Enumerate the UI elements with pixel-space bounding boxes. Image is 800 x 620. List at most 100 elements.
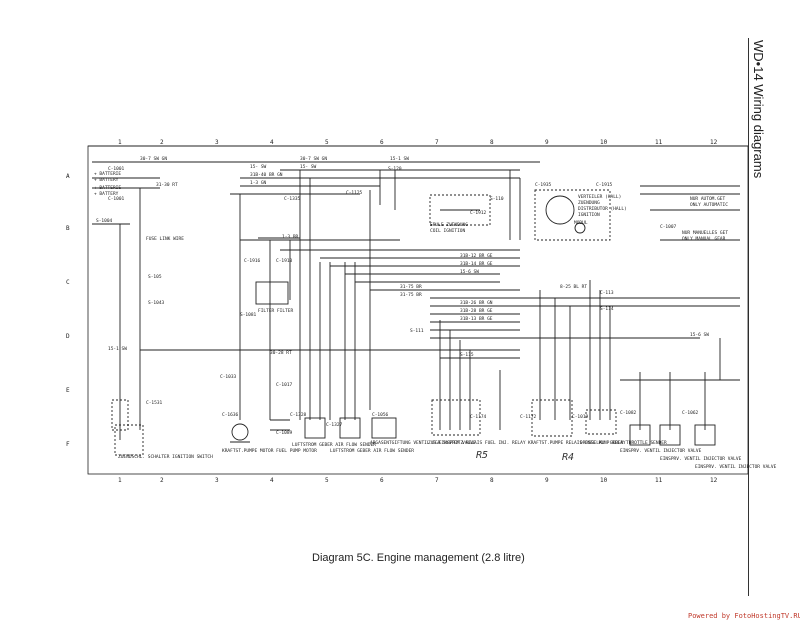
wire-label: 15-1 SW [390, 156, 409, 162]
wire-label: 15- SW [250, 164, 267, 170]
col-label: 8 [490, 477, 494, 484]
col-label: 10 [600, 139, 608, 146]
col-label: 9 [545, 477, 549, 484]
distributor-label: DISTRIBUTOR (HALL) [578, 206, 627, 212]
row-label: F [66, 441, 70, 448]
manual-label: NUR MANUELLES GET [682, 230, 728, 236]
wire-label: 31B-13 BR GE [460, 316, 493, 322]
component-air-flow-sender: LUFTSTROM GEBER AIR FLOW SENDER [292, 442, 376, 448]
connector-c1910: C-1910 [276, 258, 293, 264]
component-ignition-switch: ZUENDSCHL. SCHALTER IGNITION SWITCH [118, 454, 213, 460]
distributor-label: IGNITION [578, 212, 600, 218]
splice-s1081: S-1081 [240, 312, 257, 318]
wire-label: 15-6 SW [690, 332, 709, 338]
wire-label: 8-25 BL RT [560, 284, 587, 290]
coil-label: COIL IGNITION [430, 228, 466, 234]
component-injector: EINSPRV. VENTIL INJECTOR VALVE [660, 456, 742, 462]
connector-c1636: C-1636 [222, 412, 239, 418]
column-labels-bottom: 1 2 3 4 5 6 7 8 9 10 11 12 [118, 477, 718, 484]
connector-c1172: C-1172 [520, 414, 537, 420]
col-label: 1 [118, 139, 122, 146]
splice-s120: S-120 [388, 166, 402, 172]
col-label: 10 [600, 477, 608, 484]
connector-c1328: C-1328 [290, 412, 307, 418]
connector-c1056: C-1056 [372, 412, 389, 418]
splice-s1004: S-1004 [96, 218, 113, 224]
connector-c1019: C-1019 [572, 414, 589, 420]
handwritten-r4: R4 [562, 452, 574, 463]
wire-label: 31B-12 BR GE [460, 253, 493, 259]
wire-label: 15-6 SW [460, 269, 479, 275]
page-edge-rule [748, 38, 749, 596]
connector-c1017: C-1017 [276, 382, 293, 388]
wire-label: 31B-28 BR GE [460, 308, 493, 314]
row-label: D [66, 333, 70, 340]
connector-c1531: C-1531 [146, 400, 163, 406]
component-egr-valve: ABGASENTGIFTUNG VENTIL EGR SYSTEM VALVE [370, 440, 476, 446]
row-labels: A B C D E F [66, 173, 70, 448]
wire-label: 31B-26 BR GN [460, 300, 493, 306]
connector-c1001: C-1001 [108, 166, 125, 172]
handwritten-r5: R5 [476, 450, 488, 461]
component-injector: EINSPRV. VENTIL INJECTOR VALVE [620, 448, 702, 454]
col-label: 12 [710, 477, 718, 484]
splice-s115: S-115 [460, 352, 474, 358]
watermark: Powered by FotoHostingTV.RU [688, 612, 800, 620]
component-throttle-sender: DROSSELKL. GEBER THROTTLE SENDER [580, 440, 667, 446]
row-label: A [66, 173, 70, 180]
wire-label: 15-1 SW [108, 346, 127, 352]
wire-label: 31-75 BR [400, 292, 422, 298]
wire-label: 30-28 RT [270, 350, 292, 356]
filter-label: FILTER FILTER [258, 308, 294, 314]
col-label: 3 [215, 477, 219, 484]
col-label: 2 [160, 139, 164, 146]
splice-s111: S-111 [410, 328, 424, 334]
col-label: 7 [435, 139, 439, 146]
wire-label: 30-7 SW GN [300, 156, 327, 162]
component-air-flow-sender: LUFTSTROM GEBER AIR FLOW SENDER [330, 448, 414, 454]
col-label: 3 [215, 139, 219, 146]
col-label: 12 [710, 139, 718, 146]
connector-c1125: C-1125 [346, 190, 363, 196]
row-label: C [66, 279, 70, 286]
wire-label: 31B-14 BR GE [460, 261, 493, 267]
connector-c1912: C-1912 [470, 210, 487, 216]
diagram-caption: Diagram 5C. Engine management (2.8 litre… [312, 552, 525, 564]
col-label: 6 [380, 477, 384, 484]
connector-c1335: C-1335 [284, 196, 301, 202]
auto-label: ONLY AUTOMATIC [690, 202, 728, 208]
col-label: 8 [490, 139, 494, 146]
col-label: 7 [435, 477, 439, 484]
connector-c113: C-113 [600, 290, 614, 296]
component-fuel-pump: KRAFTST.PUMPE MOTOR FUEL PUMP MOTOR [222, 448, 317, 454]
connector-c1915: C-1915 [596, 182, 613, 188]
splice-s110: S-110 [490, 196, 504, 202]
auto-label: NUR AUTOM.GET [690, 196, 726, 202]
column-labels-top: 1 2 3 4 5 6 7 8 9 10 11 12 [118, 139, 718, 146]
col-label: 4 [270, 477, 274, 484]
row-label: B [66, 225, 70, 232]
manual-label: ONLY MANUAL GEAR [682, 236, 726, 242]
row-label: E [66, 387, 70, 394]
connector-c1033: C-1033 [220, 374, 237, 380]
col-label: 6 [380, 139, 384, 146]
splice-s105: S-105 [148, 274, 162, 280]
col-label: 4 [270, 139, 274, 146]
splice-s1043: S-1043 [148, 300, 165, 306]
connector-c1174: C-1174 [470, 414, 487, 420]
col-label: 9 [545, 139, 549, 146]
module-label: MODUL [574, 220, 588, 226]
connector-c1062: C-1062 [682, 410, 699, 416]
wire-label: 15- SW [300, 164, 317, 170]
connector-c1935: C-1935 [535, 182, 552, 188]
fuse-link-label: FUSE LINK WIRE [146, 236, 184, 242]
label-batterie: + BATTERIE [94, 185, 121, 191]
splice-s114: S-114 [600, 306, 614, 312]
wire-label: 31B-40 BR GN [250, 172, 283, 178]
label-batterie: + BATTERIE [94, 171, 121, 177]
coil-label: SPULE ZUENDUNG [430, 222, 468, 228]
col-label: 11 [655, 139, 663, 146]
component-fuel-pump-relay: KRAFTST.PUMPE RELAIS FUEL PUMP RELAY [528, 440, 626, 446]
col-label: 5 [325, 139, 329, 146]
